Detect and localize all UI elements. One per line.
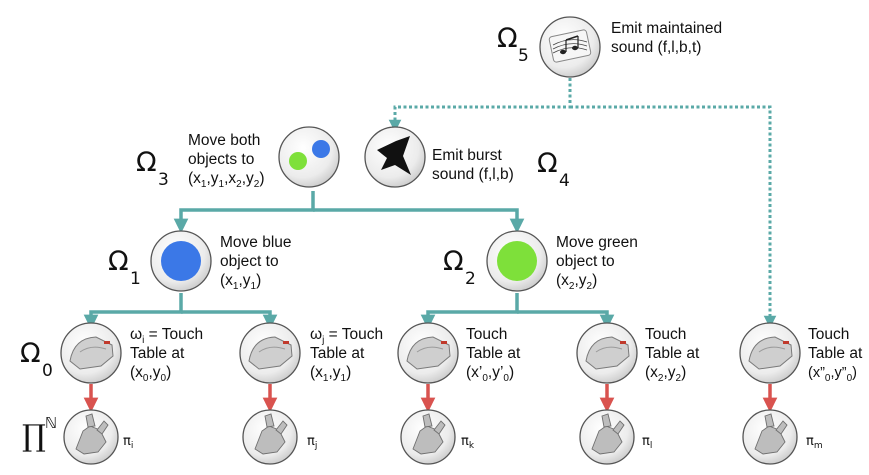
touch-l-coord: (x2,y2) xyxy=(645,364,686,384)
connectors xyxy=(83,78,778,413)
blue-object-icon xyxy=(161,241,201,281)
policy-node-m: πm xyxy=(742,409,823,465)
policy-node-l: πl xyxy=(579,409,652,465)
policy-k-label: πk xyxy=(461,434,475,451)
green-object-icon xyxy=(497,241,537,281)
omega4-symbol: Ω xyxy=(537,148,558,179)
omega3-subscript: 3 xyxy=(158,170,169,190)
robot-arm-icon xyxy=(69,336,114,370)
link-omega1-right xyxy=(181,310,278,330)
touch-m-line2: Table at xyxy=(808,345,863,362)
policy-node-i: πi xyxy=(63,409,133,465)
policy-node-j: πj xyxy=(242,409,317,465)
touch-node-i: ωi = Touch Table at (x0,y0) xyxy=(60,322,203,384)
robot-hand-icon xyxy=(75,413,109,455)
policy-node-k: πk xyxy=(400,409,475,465)
omega0-subscript: 0 xyxy=(42,361,53,381)
touch-i-line1: ωi = Touch xyxy=(130,326,203,346)
touch-m-line1: Touch xyxy=(808,326,849,343)
node-omega0-label: Ω 0 xyxy=(20,338,53,381)
omega1-label: Move blue object to xyxy=(220,234,296,270)
robot-hand-icon xyxy=(412,413,446,455)
touch-k-line1: Touch xyxy=(466,326,507,343)
touch-m-coord: (x”0,y”0) xyxy=(808,365,857,384)
touch-node-l: Touch Table at (x2,y2) xyxy=(576,322,700,384)
link-level3-bus-right xyxy=(313,208,525,234)
touch-node-m: Touch Table at (x”0,y”0) xyxy=(739,322,863,384)
omega0-symbol: Ω xyxy=(20,338,41,369)
omega3-symbol: Ω xyxy=(136,147,157,178)
blue-object-small-icon xyxy=(312,140,330,158)
touch-l-line1: Touch xyxy=(645,326,686,343)
omega2-subscript: 2 xyxy=(465,269,476,289)
link-omega2-left xyxy=(420,293,519,330)
omega2-symbol: Ω xyxy=(443,246,464,277)
omega1-coord: (x1,y1) xyxy=(220,272,261,292)
node-omega5: Ω 5 Emit maintained sound (f,l,b,t) xyxy=(497,16,726,78)
link-level3-bus xyxy=(173,191,315,234)
touch-node-j: ωj = Touch Table at (x1,y1) xyxy=(239,322,383,384)
robot-hand-icon xyxy=(254,413,288,455)
node-omega2: Ω 2 Move green object to (x2,y2) xyxy=(443,230,642,292)
policy-row-superscript: ℕ xyxy=(45,414,57,432)
music-note-icon xyxy=(548,29,592,63)
omega2-label: Move green object to xyxy=(556,234,642,270)
policy-row-symbol: ∏ xyxy=(22,419,46,454)
omega2-coord: (x2,y2) xyxy=(556,272,597,292)
link-omega1-left xyxy=(83,293,183,330)
touch-l-line2: Table at xyxy=(645,345,700,362)
omega4-label: Emit burst sound (f,l,b) xyxy=(432,147,514,183)
touch-node-k: Touch Table at (x’0,y’0) xyxy=(397,322,521,384)
touch-k-line2: Table at xyxy=(466,345,521,362)
touch-k-coord: (x’0,y’0) xyxy=(466,364,514,384)
touch-i-line2: Table at xyxy=(130,345,185,362)
policy-j-label: πj xyxy=(307,434,317,451)
touch-i-coord: (x0,y0) xyxy=(130,364,171,384)
omega4-subscript: 4 xyxy=(559,171,570,191)
robot-hand-icon xyxy=(754,413,788,455)
node-omega4: Emit burst sound (f,l,b) Ω 4 xyxy=(364,126,570,191)
robot-arm-icon xyxy=(585,336,630,370)
green-object-small-icon xyxy=(289,152,307,170)
policy-row: ∏ ℕ πi πj xyxy=(22,409,823,465)
omega3-coord: (x1,y1,x2,y2) xyxy=(188,170,265,190)
policy-i-label: πi xyxy=(123,434,133,451)
omega1-symbol: Ω xyxy=(108,246,129,277)
omega5-symbol: Ω xyxy=(497,23,518,54)
dotted-link-omega5 xyxy=(388,78,572,133)
robot-arm-icon xyxy=(248,336,293,370)
node-omega3: Ω 3 Move both objects to (x1,y1,x2,y2) xyxy=(136,126,340,190)
node-omega1: Ω 1 Move blue object to (x1,y1) xyxy=(108,230,296,292)
omega1-subscript: 1 xyxy=(130,269,141,289)
robot-arm-icon xyxy=(748,336,793,370)
touch-row: ωi = Touch Table at (x0,y0) ωj = Touch T… xyxy=(60,322,863,384)
touch-j-line1: ωj = Touch xyxy=(310,326,383,346)
policy-l-label: πl xyxy=(642,434,652,451)
touch-j-line2: Table at xyxy=(310,345,365,362)
robot-hand-icon xyxy=(591,413,625,455)
dotted-link-omega5-to-touch-m xyxy=(570,105,777,329)
omega3-label: Move both objects to xyxy=(188,132,265,168)
link-omega2-right xyxy=(517,310,615,330)
burst-icon xyxy=(377,136,411,175)
touch-j-coord: (x1,y1) xyxy=(310,364,351,384)
policy-m-label: πm xyxy=(806,434,823,451)
robot-arm-icon xyxy=(406,336,451,370)
omega5-label: Emit maintained sound (f,l,b,t) xyxy=(611,20,726,56)
omega5-subscript: 5 xyxy=(518,46,529,66)
